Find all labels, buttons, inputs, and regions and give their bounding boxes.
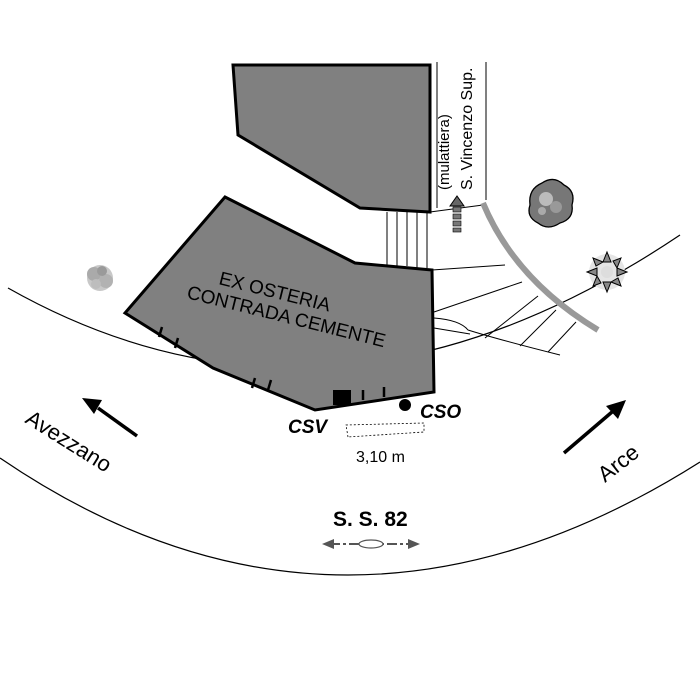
road-name: S. S. 82 — [333, 508, 408, 531]
direction-label-arce: Arce — [593, 439, 644, 487]
staircase — [386, 212, 428, 268]
building-upper — [231, 63, 432, 214]
arrow-avezzano-icon — [82, 398, 139, 438]
arrow-arce-icon — [562, 400, 626, 455]
conifer-icon — [585, 250, 629, 294]
direction-label-avezzano: Avezzano — [21, 405, 116, 477]
path-label-line2: S. Vincenzo Sup. — [459, 68, 476, 190]
distance-label: 3,10 m — [356, 449, 405, 466]
cso-marker — [399, 399, 411, 411]
csv-label: CSV — [288, 417, 328, 438]
dashed-arrow-up-icon — [449, 195, 465, 233]
path-label-line1: (mulattiera) — [436, 114, 453, 190]
tree-icon — [528, 178, 574, 228]
building-ex-osteria — [122, 195, 436, 412]
csv-marker — [333, 390, 351, 405]
road-edge-outer — [0, 457, 700, 576]
cso-label: CSO — [420, 402, 461, 423]
building-wall-ticks — [157, 326, 386, 400]
shrub-icon — [87, 265, 113, 291]
ramp-lines — [431, 264, 577, 356]
double-arrow-icon — [322, 539, 420, 549]
distance-dimension — [345, 422, 425, 438]
retaining-wall — [480, 201, 600, 333]
